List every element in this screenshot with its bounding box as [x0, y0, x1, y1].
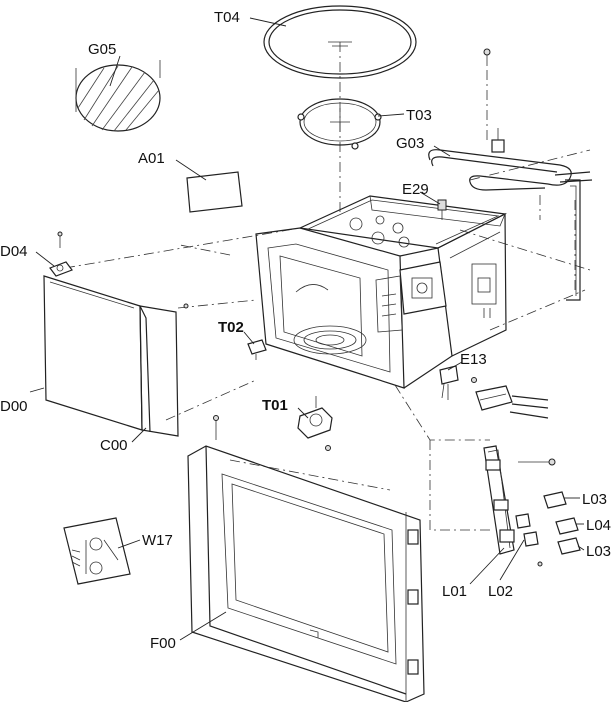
switch-bracket-inset — [63, 517, 131, 585]
label-t03: T03 — [406, 107, 432, 124]
switch-l04 — [555, 517, 579, 535]
door-hinge — [49, 231, 73, 277]
mica-plate — [186, 171, 243, 213]
grill-heater — [428, 48, 593, 191]
turntable-glass-tray — [263, 5, 417, 79]
label-l03-lower: L03 — [586, 543, 611, 560]
turntable-coupler — [247, 339, 267, 360]
label-d00: D00 — [0, 398, 28, 415]
label-e29: E29 — [402, 181, 429, 198]
label-d04: D04 — [0, 243, 28, 260]
choke-cover — [139, 303, 189, 437]
label-e13: E13 — [460, 351, 487, 368]
door-panel — [43, 275, 143, 431]
label-l03-upper: L03 — [582, 491, 607, 508]
label-t02: T02 — [218, 319, 244, 336]
label-w17: W17 — [142, 532, 173, 549]
label-l02: L02 — [488, 583, 513, 600]
front-door-frame — [187, 415, 425, 702]
label-t04: T04 — [214, 9, 240, 26]
roller-ring — [297, 98, 382, 150]
fan-motor — [471, 377, 549, 419]
heater-bracket — [565, 179, 581, 301]
label-c00: C00 — [100, 437, 128, 454]
oven-cavity — [255, 195, 507, 389]
waveguide-cover — [75, 60, 161, 132]
switch-l03-upper — [543, 491, 567, 509]
label-f00: F00 — [150, 635, 176, 652]
label-t01: T01 — [262, 397, 288, 414]
latch-board — [483, 445, 556, 567]
label-g05: G05 — [88, 41, 116, 58]
label-l01: L01 — [442, 583, 467, 600]
label-g03: G03 — [396, 135, 424, 152]
turntable-motor — [297, 396, 333, 451]
part-labels: T04 G05 T03 A01 G03 E29 D04 T02 E13 T01 … — [0, 9, 611, 652]
leader-lines — [29, 17, 585, 641]
switch-l03-lower — [557, 537, 581, 555]
label-a01: A01 — [138, 150, 165, 167]
assembly-lines — [64, 42, 591, 531]
thermal-fuse — [439, 365, 459, 400]
label-l04: L04 — [586, 517, 611, 534]
